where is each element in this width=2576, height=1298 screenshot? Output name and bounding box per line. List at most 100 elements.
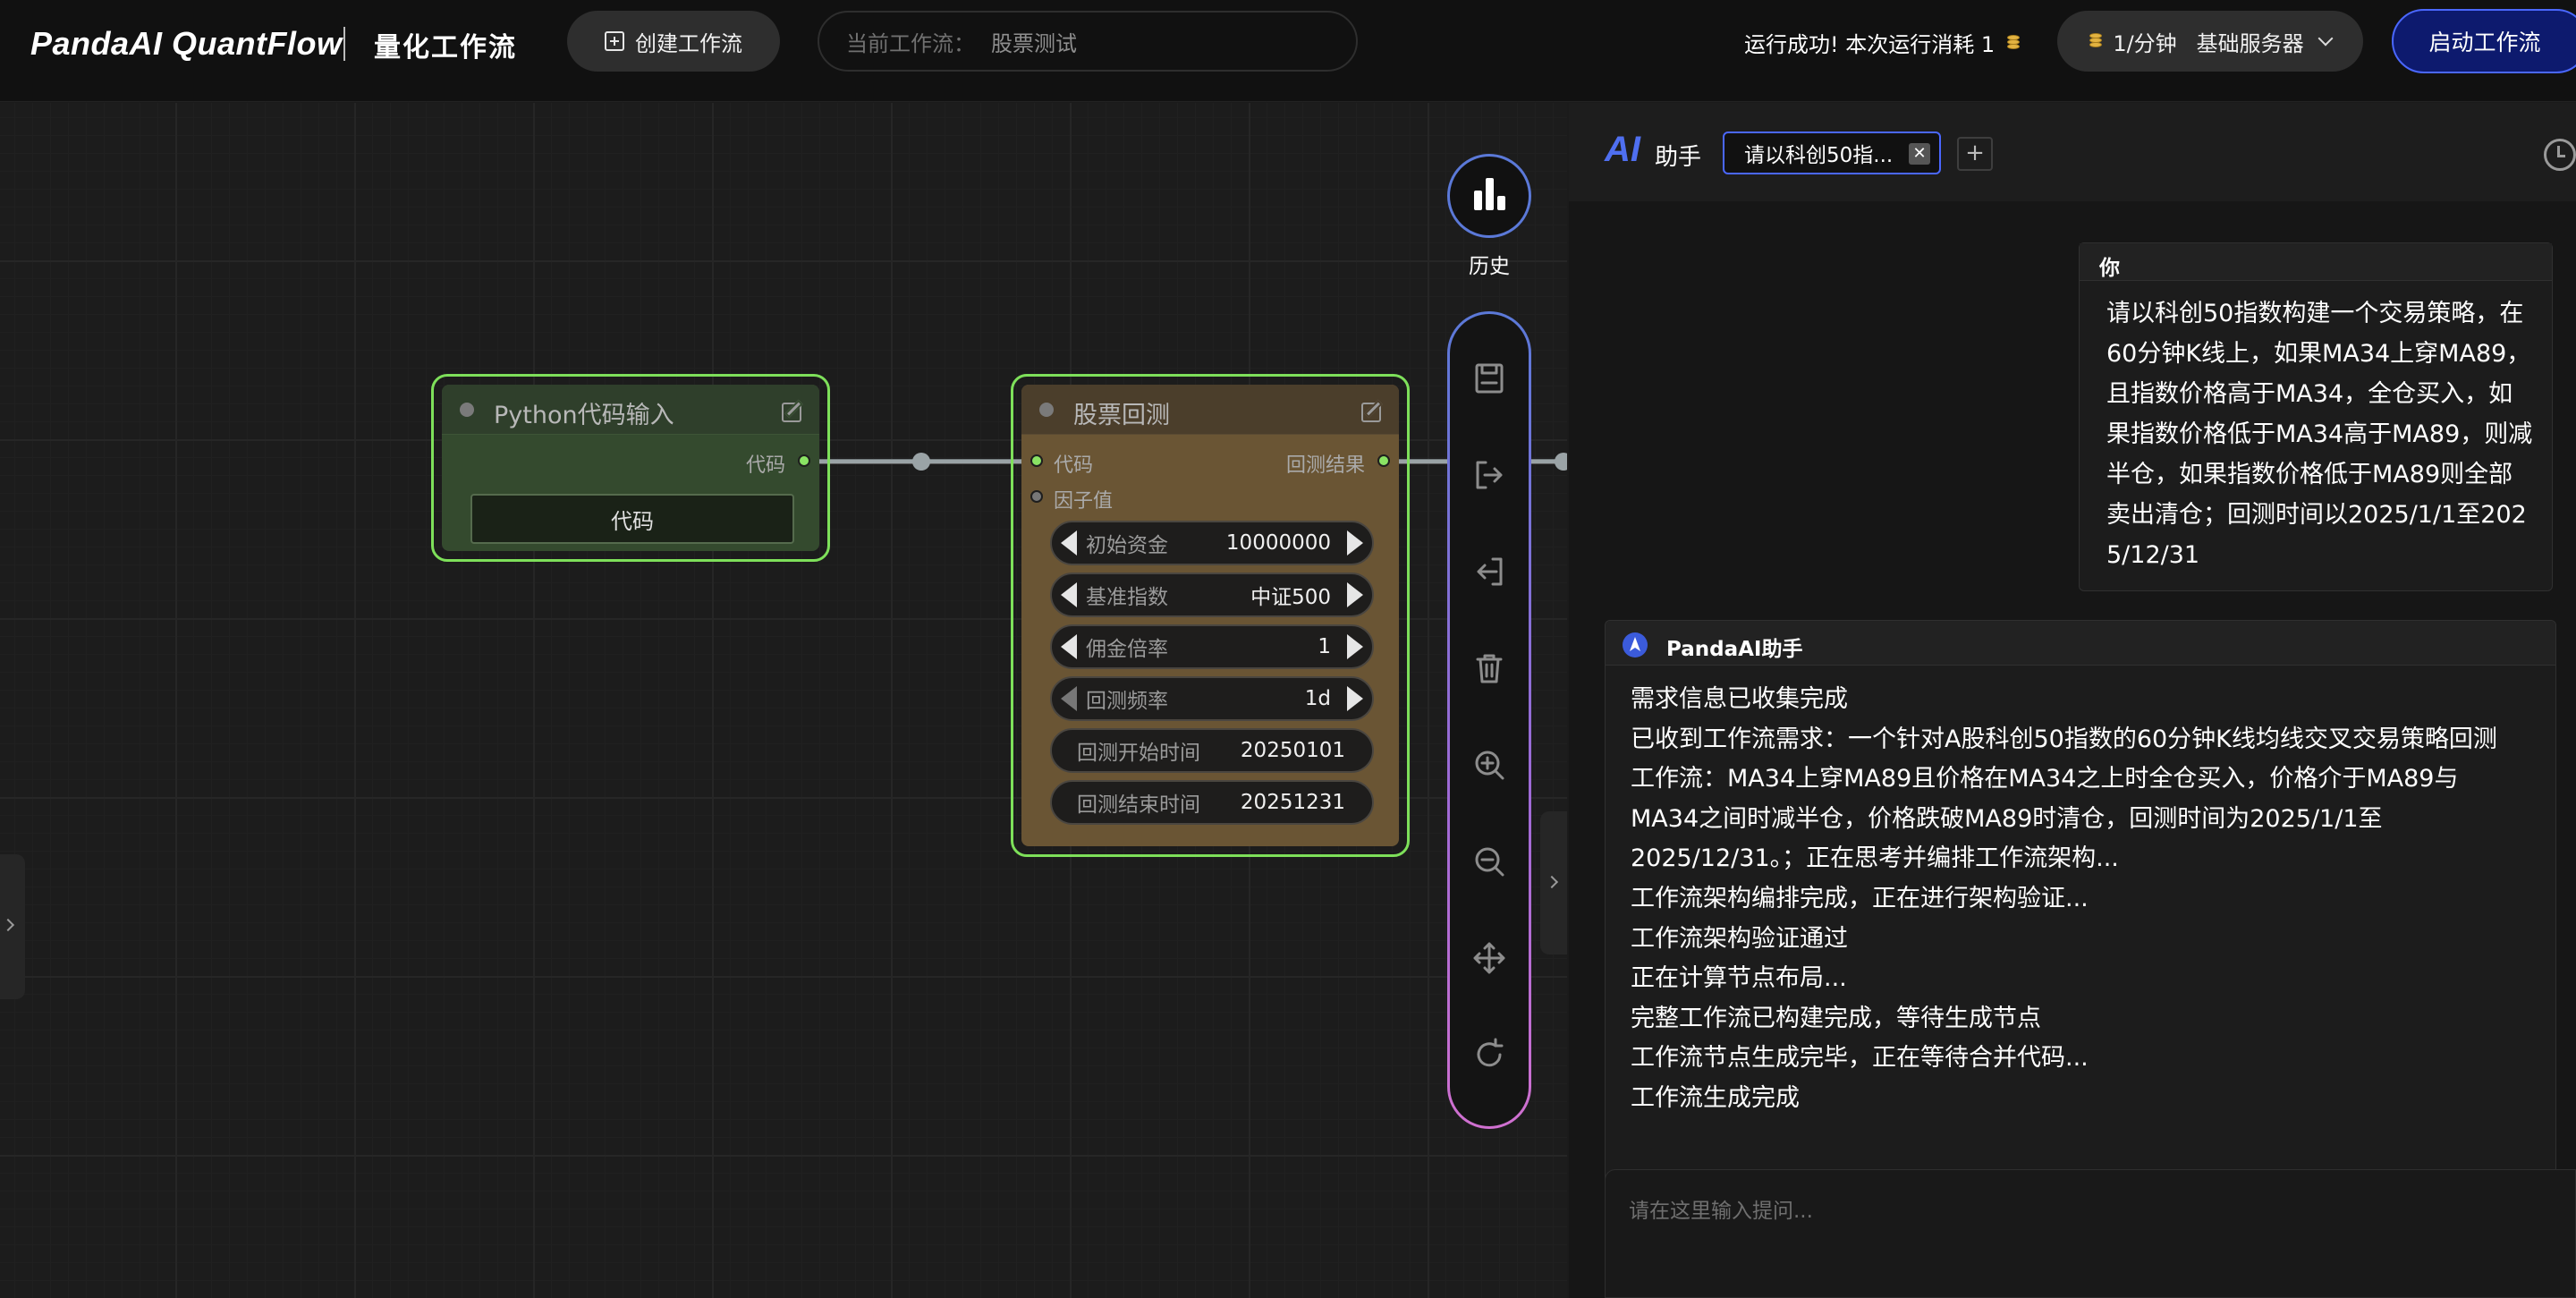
current-workflow-label: 当前工作流： <box>846 30 975 56</box>
assistant-message: PandaAI助手 需求信息已收集完成 已收到工作流需求：一个针对A股科创50指… <box>1605 620 2556 1198</box>
run-status-text: 运行成功! 本次运行消耗 1 <box>1744 32 1996 57</box>
widget-value: 1d <box>1304 687 1331 710</box>
ai-panel-toggle[interactable] <box>1540 811 1567 954</box>
backtest-frequency-widget[interactable]: 回测频率 1d <box>1050 676 1374 721</box>
widget-value: 20250101 <box>1240 739 1345 762</box>
increment-arrow-icon[interactable] <box>1347 634 1363 659</box>
edit-icon[interactable] <box>1361 403 1381 422</box>
backtest-output-port[interactable] <box>1377 454 1390 467</box>
assistant-line: 工作流：MA34上穿MA89且价格在MA34之上时全仓买入，价格介于MA89与 <box>1631 765 2459 793</box>
decrement-arrow-icon[interactable] <box>1061 634 1077 659</box>
left-panel-toggle[interactable] <box>0 854 25 999</box>
history-clock-icon[interactable] <box>2544 139 2576 171</box>
backtest-node-title: 股票回测 <box>1073 402 1170 429</box>
trash-icon[interactable] <box>1471 650 1507 686</box>
code-editor-button[interactable]: 代码 <box>470 494 794 544</box>
edit-icon[interactable] <box>782 403 801 422</box>
run-status: 运行成功! 本次运行消耗 1 <box>1744 27 2021 58</box>
history-button[interactable] <box>1447 154 1531 238</box>
widget-name: 回测频率 <box>1086 690 1168 713</box>
backtest-end-date-widget[interactable]: 回测结束时间 20251231 <box>1050 780 1374 825</box>
refresh-icon[interactable] <box>1471 1037 1507 1073</box>
increment-arrow-icon[interactable] <box>1347 530 1363 556</box>
widget-name: 回测结束时间 <box>1077 793 1200 817</box>
assistant-name: PandaAI助手 <box>1666 638 1803 661</box>
backtest-output-label: 回测结果 <box>1285 454 1365 477</box>
close-icon[interactable]: ✕ <box>1909 143 1930 165</box>
widget-name: 初始资金 <box>1086 534 1168 557</box>
backtest-input-factor-label: 因子值 <box>1054 490 1114 513</box>
move-icon[interactable] <box>1471 940 1507 976</box>
widget-value: 1 <box>1318 635 1331 658</box>
python-node-header[interactable]: Python代码输入 <box>442 385 819 435</box>
assistant-line: 工作流架构验证通过 <box>1631 924 1848 953</box>
decrement-arrow-icon[interactable] <box>1061 686 1077 711</box>
ai-assistant-panel: AI 助手 请以科创50指... ✕ + 你 请以科创50指数构建一个交易策略，… <box>1569 103 2576 1298</box>
plus-box-icon <box>605 31 624 51</box>
create-workflow-label: 创建工作流 <box>635 30 742 56</box>
ai-panel-title: 助手 <box>1655 144 1702 171</box>
connection-line <box>1531 459 1567 464</box>
zoom-in-icon[interactable] <box>1471 747 1507 783</box>
prompt-input[interactable]: 请在这里输入提问... <box>1605 1169 2576 1298</box>
commission-rate-widget[interactable]: 佣金倍率 1 <box>1050 624 1374 669</box>
python-output-port[interactable] <box>798 454 810 467</box>
backtest-node-header[interactable]: 股票回测 <box>1021 385 1399 435</box>
assistant-line: 完整工作流已构建完成，等待生成节点 <box>1631 1004 2041 1032</box>
zoom-out-icon[interactable] <box>1471 844 1507 879</box>
backtest-input-code-label: 代码 <box>1054 454 1094 477</box>
history-label: 历史 <box>1469 255 1510 278</box>
widget-value: 10000000 <box>1225 531 1331 555</box>
decrement-arrow-icon[interactable] <box>1061 530 1077 556</box>
widget-name: 基准指数 <box>1086 586 1168 609</box>
backtest-input-code-port[interactable] <box>1030 454 1043 467</box>
widget-value: 20251231 <box>1240 791 1345 814</box>
assistant-message-lines: 需求信息已收集完成 已收到工作流需求：一个针对A股科创50指数的60分钟K线均线… <box>1631 680 2534 1119</box>
assistant-line: 工作流生成完成 <box>1631 1083 1800 1112</box>
chat-tab[interactable]: 请以科创50指... ✕ <box>1723 131 1941 174</box>
save-icon[interactable] <box>1471 361 1507 396</box>
node-status-dot <box>460 403 474 417</box>
decrement-arrow-icon[interactable] <box>1061 582 1077 607</box>
assistant-header: PandaAI助手 <box>1606 621 2555 666</box>
create-workflow-button[interactable]: 创建工作流 <box>567 11 780 72</box>
backtest-start-date-widget[interactable]: 回测开始时间 20250101 <box>1050 728 1374 773</box>
app-logo: PandaAI QuantFlow <box>30 25 343 62</box>
assistant-line: 工作流节点生成完毕，正在等待合并代码... <box>1631 1044 2089 1073</box>
current-workflow-field[interactable]: 当前工作流： 股票测试 <box>818 11 1358 72</box>
benchmark-index-widget[interactable]: 基准指数 中证500 <box>1050 573 1374 617</box>
user-name: 你 <box>2080 243 2552 281</box>
ai-panel-topbar: AI 助手 请以科创50指... ✕ + <box>1569 103 2576 201</box>
user-message: 你 请以科创50指数构建一个交易策略，在60分钟K线上，如果MA34上穿MA89… <box>2079 242 2553 591</box>
import-icon[interactable] <box>1471 554 1507 590</box>
start-workflow-button[interactable]: 启动工作流 <box>2392 9 2576 73</box>
assistant-line: 已收到工作流需求：一个针对A股科创50指数的60分钟K线均线交叉交易策略回测 <box>1631 725 2497 753</box>
connection-reroute-dot[interactable] <box>1555 453 1567 471</box>
export-icon[interactable] <box>1471 457 1507 493</box>
assistant-line: 需求信息已收集完成 <box>1631 685 1848 713</box>
user-message-text: 请以科创50指数构建一个交易策略，在60分钟K线上，如果MA34上穿MA89，且… <box>2106 300 2533 569</box>
node-status-dot <box>1039 403 1054 417</box>
initial-capital-widget[interactable]: 初始资金 10000000 <box>1050 521 1374 565</box>
increment-arrow-icon[interactable] <box>1347 582 1363 607</box>
backtest-input-factor-port[interactable] <box>1030 490 1043 503</box>
python-code-node[interactable]: Python代码输入 代码 代码 <box>431 374 830 562</box>
assistant-line: 工作流架构编排完成，正在进行架构验证... <box>1631 884 2089 912</box>
stock-backtest-node[interactable]: 股票回测 代码 回测结果 因子值 初始资金 10000000 基准指数 中证50… <box>1011 374 1410 857</box>
chevron-down-icon <box>2318 30 2334 47</box>
workflow-canvas[interactable]: Python代码输入 代码 代码 股票回测 代码 回测结果 因子值 初始资金 <box>0 103 1567 1298</box>
increment-arrow-icon[interactable] <box>1347 686 1363 711</box>
ai-logo: AI <box>1605 130 1640 169</box>
assistant-line: 2025/12/31。；正在思考并编排工作流架构... <box>1631 844 2119 873</box>
top-header: PandaAI QuantFlow 量化工作流 创建工作流 当前工作流： 股票测… <box>0 0 2576 102</box>
widget-value: 中证500 <box>1250 586 1331 609</box>
app-subtitle: 量化工作流 <box>374 32 517 64</box>
server-select[interactable]: 1/分钟 基础服务器 <box>2057 11 2363 72</box>
assistant-line: 正在计算节点布局... <box>1631 964 1847 993</box>
server-name: 基础服务器 <box>2196 30 2304 56</box>
connection-reroute-dot[interactable] <box>912 453 930 471</box>
connection-line <box>1390 459 1453 464</box>
logo-divider <box>343 27 345 61</box>
canvas-toolbar <box>1447 311 1531 1129</box>
add-tab-button[interactable]: + <box>1957 137 1993 171</box>
